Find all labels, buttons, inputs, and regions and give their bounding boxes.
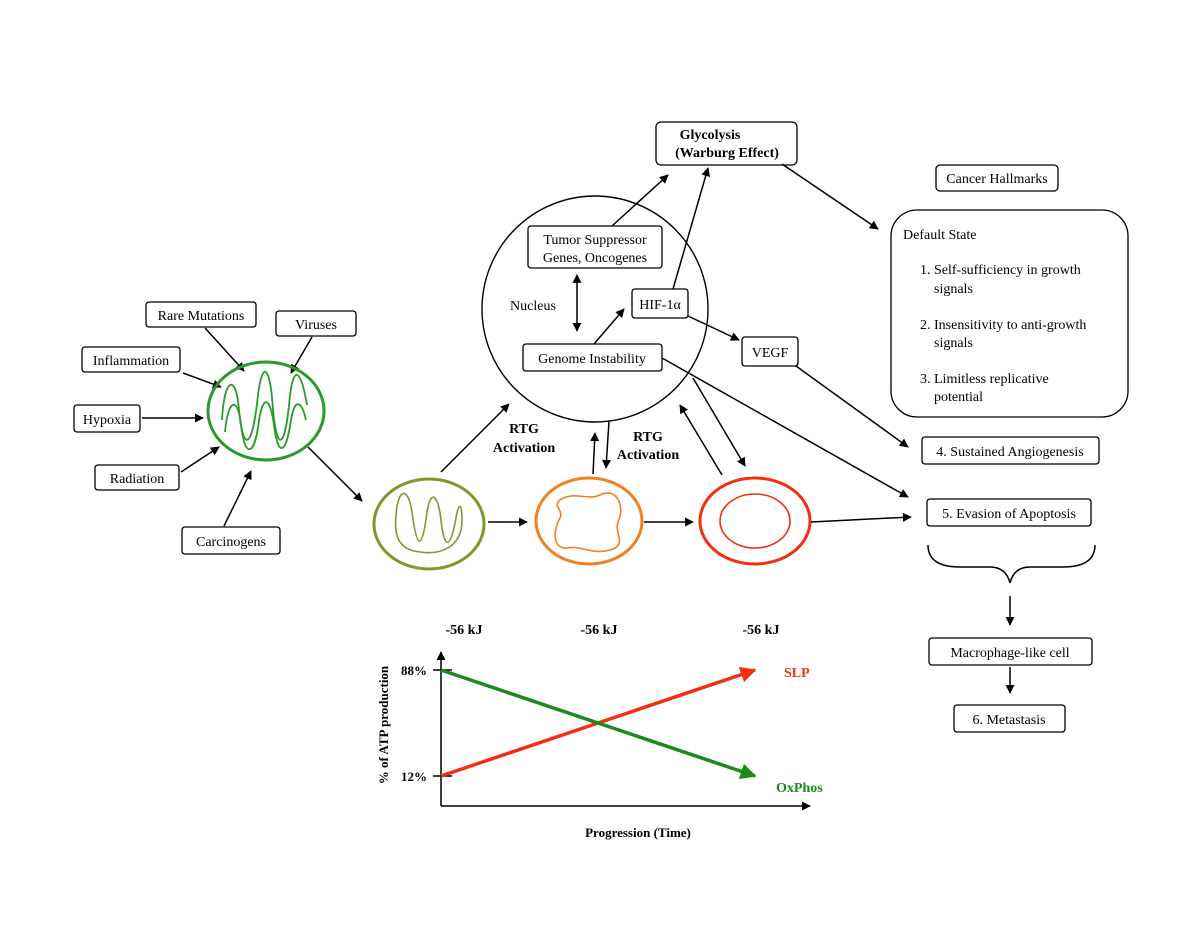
- arrow-rtg-stage-4-up: [679, 404, 723, 476]
- cause-carcinogens: Carcinogens: [181, 526, 281, 555]
- nucleus-label: Nucleus: [510, 299, 556, 314]
- hallmarks-brace: [927, 544, 1096, 584]
- nucleus: Nucleus: [481, 195, 709, 423]
- svg-text:Hypoxia: Hypoxia: [83, 413, 132, 428]
- cause-inflammation: Inflammation: [81, 346, 181, 373]
- arrow-radiation: [180, 446, 220, 473]
- metastasis-box: 6. Metastasis: [953, 704, 1066, 733]
- svg-text:RTG: RTG: [509, 422, 539, 437]
- rtg-activation-label-2: RTG Activation: [617, 430, 679, 463]
- arrow-hif-vegf: [687, 315, 740, 341]
- arrow-rtg-stage-2: [440, 403, 510, 473]
- arrow-genome-apoptosis: [661, 357, 909, 498]
- cause-rare-mutations: Rare Mutations: [145, 301, 257, 328]
- svg-text:Activation: Activation: [617, 448, 679, 463]
- svg-text:Glycolysis: Glycolysis: [680, 128, 741, 143]
- svg-text:Default State: Default State: [903, 228, 976, 243]
- vegf-box: VEGF: [741, 336, 799, 367]
- atp-chart: 88% 12% % of ATP production Progression …: [376, 651, 823, 840]
- svg-text:signals: signals: [934, 282, 973, 297]
- macrophage-box: Macrophage-like cell: [928, 637, 1093, 666]
- arrow-rtg-stage-3-down: [602, 420, 612, 469]
- tumor-suppressor-box: Tumor Suppressor Genes, Oncogenes: [527, 225, 663, 269]
- chart-x-label: Progression (Time): [585, 825, 691, 840]
- energy-label-3: -56 kJ: [743, 623, 780, 638]
- arrow-carcinogens: [223, 470, 252, 527]
- series-oxphos-label: OxPhos: [776, 781, 823, 796]
- svg-text:VEGF: VEGF: [752, 346, 789, 361]
- svg-text:Activation: Activation: [493, 441, 555, 456]
- glycolysis-box: Glycolysis (Warburg Effect): [655, 121, 798, 166]
- svg-text:4. Sustained Angiogenesis: 4. Sustained Angiogenesis: [936, 445, 1083, 460]
- svg-text:Radiation: Radiation: [110, 472, 164, 487]
- svg-text:Carcinogens: Carcinogens: [196, 535, 266, 550]
- svg-text:RTG: RTG: [633, 430, 663, 445]
- energy-label-2: -56 kJ: [581, 623, 618, 638]
- series-slp-label: SLP: [784, 666, 810, 681]
- svg-text:Macrophage-like cell: Macrophage-like cell: [950, 646, 1069, 661]
- chart-y-tick-88: 88%: [401, 663, 427, 678]
- svg-text:Viruses: Viruses: [295, 318, 337, 333]
- arrow-glycolysis-default: [781, 163, 879, 230]
- arrow-rtg-stage-3-up: [590, 432, 600, 475]
- chart-y-label: % of ATP production: [376, 665, 391, 784]
- mitochondrion-stage-3: [534, 476, 644, 566]
- default-state-box: Default State 1. Self-sufficiency in gro…: [890, 209, 1129, 418]
- svg-text:5. Evasion of Apoptosis: 5. Evasion of Apoptosis: [942, 507, 1076, 522]
- chart-y-tick-12: 12%: [401, 769, 427, 784]
- svg-text:1. Self-sufficiency in growth: 1. Self-sufficiency in growth: [920, 263, 1081, 278]
- sustained-angiogenesis-box: 4. Sustained Angiogenesis: [921, 436, 1100, 465]
- svg-text:Rare Mutations: Rare Mutations: [158, 309, 245, 324]
- svg-text:2. Insensitivity to anti-growt: 2. Insensitivity to anti-growth: [920, 318, 1086, 333]
- energy-label-1: -56 kJ: [446, 623, 483, 638]
- mitochondrion-stage-4: [698, 476, 812, 566]
- cause-radiation: Radiation: [94, 464, 180, 491]
- svg-text:signals: signals: [934, 336, 973, 351]
- rtg-activation-label-1: RTG Activation: [493, 422, 555, 456]
- cause-viruses: Viruses: [275, 310, 357, 337]
- arrow-rtg-stage-4-down: [692, 377, 746, 467]
- arrow-mito-1-2: [307, 446, 363, 502]
- evasion-apoptosis-box: 5. Evasion of Apoptosis: [926, 498, 1092, 527]
- arrow-tumor-glycolysis: [611, 174, 669, 227]
- mitochondrion-stage-2: [372, 477, 486, 571]
- svg-text:(Warburg Effect): (Warburg Effect): [675, 146, 779, 161]
- genome-instability-box: Genome Instability: [522, 343, 663, 372]
- arrow-rare-mutations: [204, 327, 245, 372]
- arrow-vegf-angiogenesis: [795, 365, 909, 448]
- hif-box: HIF-1α: [631, 288, 689, 319]
- series-oxphos-line: [440, 668, 757, 779]
- svg-text:Genome Instability: Genome Instability: [538, 352, 646, 367]
- svg-text:6. Metastasis: 6. Metastasis: [972, 713, 1045, 728]
- svg-text:Tumor Suppressor: Tumor Suppressor: [543, 233, 647, 248]
- arrow-hif-glycolysis: [672, 167, 711, 290]
- arrow-inflammation: [182, 372, 222, 389]
- cancer-hallmarks-box: Cancer Hallmarks: [935, 164, 1059, 192]
- mitochondrion-healthy: [206, 360, 326, 462]
- svg-text:Genes, Oncogenes: Genes, Oncogenes: [543, 251, 647, 266]
- svg-text:Cancer Hallmarks: Cancer Hallmarks: [946, 172, 1047, 187]
- svg-text:HIF-1α: HIF-1α: [639, 298, 681, 313]
- svg-text:Inflammation: Inflammation: [93, 354, 169, 369]
- arrow-genome-hif: [593, 308, 625, 345]
- svg-text:potential: potential: [934, 390, 983, 405]
- arrow-mito-4-apoptosis: [810, 512, 912, 523]
- svg-text:3. Limitless replicative: 3. Limitless replicative: [920, 372, 1049, 387]
- cause-hypoxia: Hypoxia: [73, 404, 141, 433]
